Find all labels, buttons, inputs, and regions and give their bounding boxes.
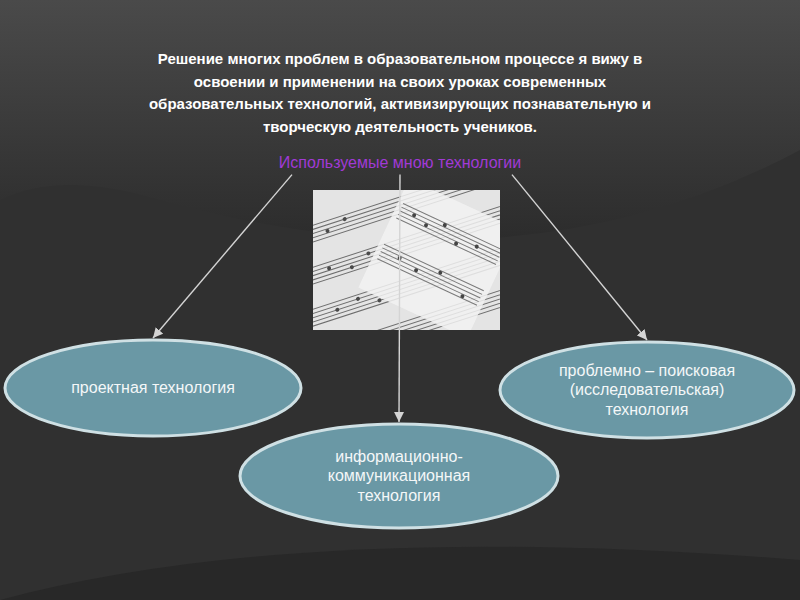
- heading-label: Используемые мною технологии: [279, 153, 521, 172]
- sheet-overlay: [358, 190, 500, 330]
- technology-label: проектная технология: [71, 378, 235, 397]
- technology-label: информационно-коммуникационная технологи…: [294, 447, 504, 505]
- sheet-music-picture: [313, 190, 500, 330]
- notes: [313, 213, 398, 330]
- ellipse-shape: [240, 424, 558, 528]
- staff-lines: [313, 190, 500, 330]
- ellipse-shape: [5, 340, 301, 436]
- background-swoosh: [0, 547, 800, 600]
- section-heading: Используемые мною технологии: [275, 151, 525, 174]
- technology-label: проблемно – поисковая (исследовательская…: [547, 361, 747, 419]
- technology-ellipse: проектная технология: [3, 338, 303, 438]
- ellipse-shape: [500, 342, 794, 438]
- connector-arrow: [153, 175, 292, 338]
- technology-ellipse: проблемно – поисковая (исследовательская…: [498, 340, 796, 440]
- technology-ellipse: информационно-коммуникационная технологи…: [238, 422, 560, 530]
- connector-arrow: [512, 175, 647, 340]
- connector-arrow: [398, 175, 400, 422]
- heading: Решение многих проблем в образовательном…: [145, 48, 655, 138]
